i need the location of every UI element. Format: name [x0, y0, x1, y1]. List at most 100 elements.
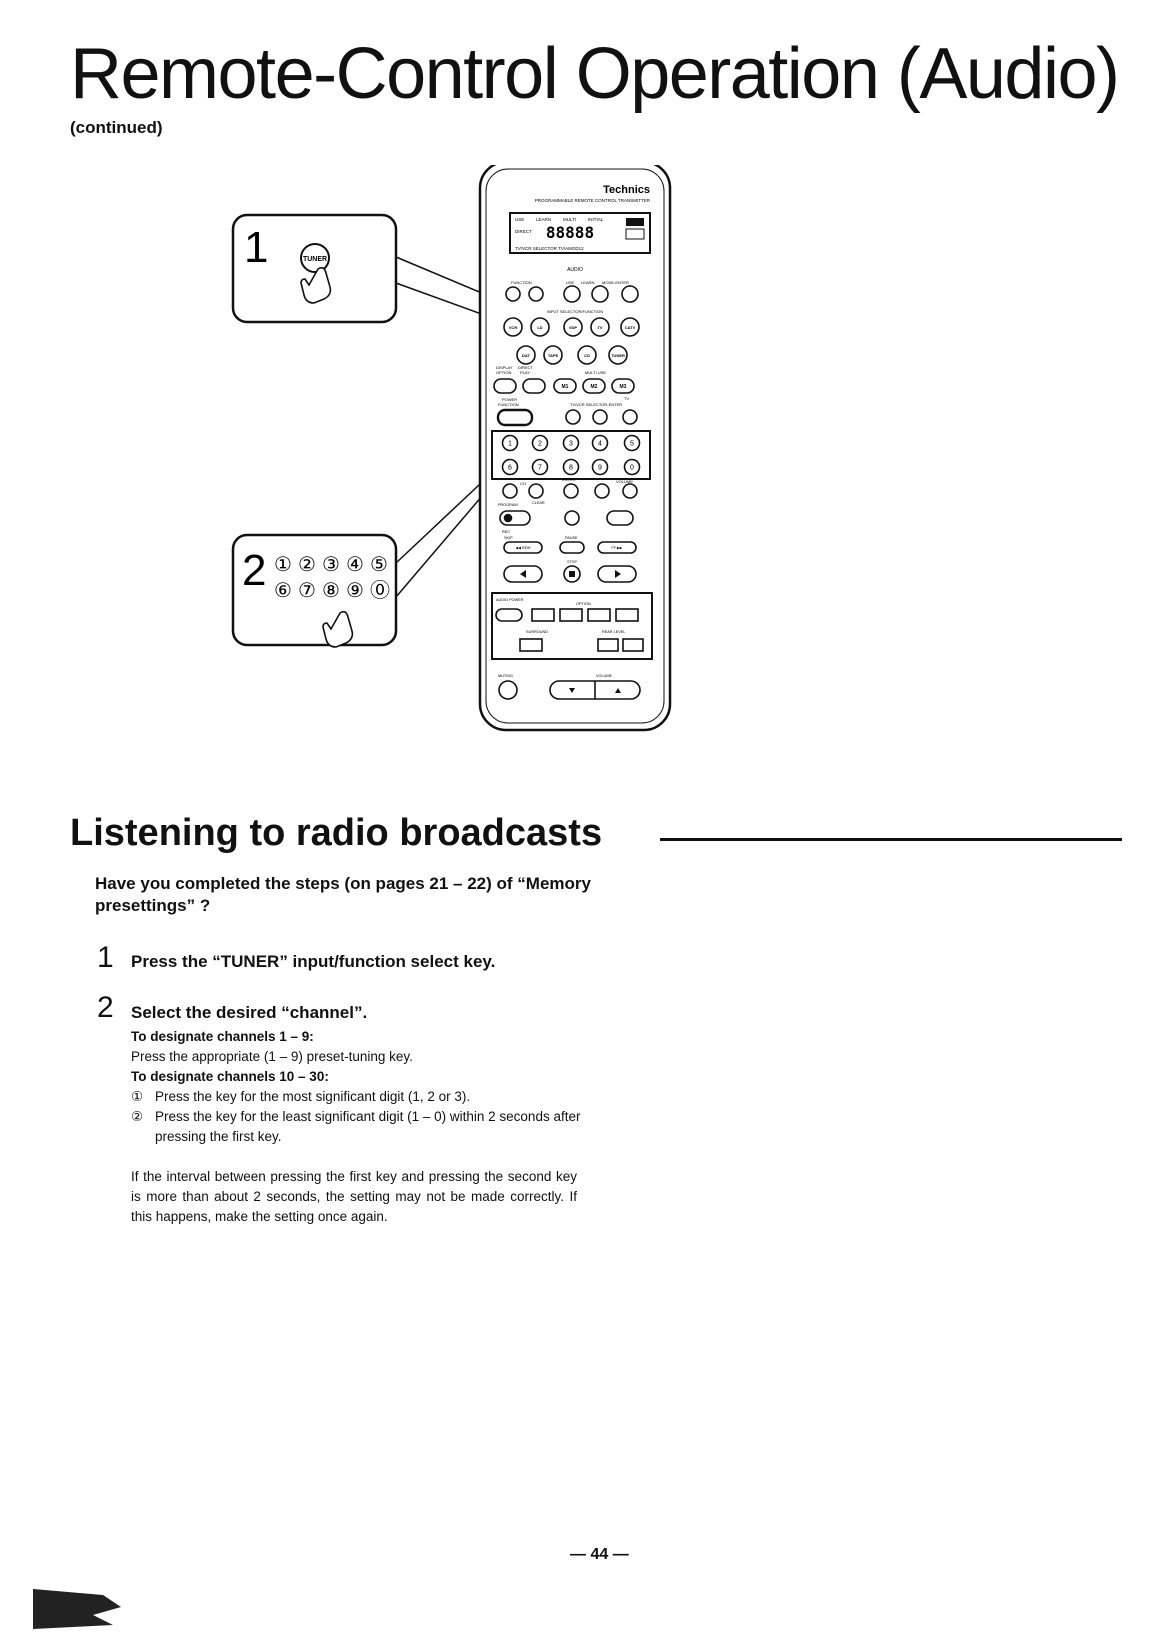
remote-key-label: M2 — [591, 384, 598, 390]
remote-key — [522, 378, 546, 394]
remote-key-label: LD — [537, 325, 542, 330]
callout-2-key: ② — [298, 554, 316, 576]
lcd-label: LEARN — [536, 217, 551, 222]
remote-label: ENTER — [562, 477, 576, 482]
remote-key — [502, 483, 518, 499]
remote-key-label: 6 — [508, 465, 512, 472]
remote-key-label: TAPE — [548, 353, 559, 358]
remote-lower-panel — [491, 592, 653, 660]
remote-key-label: 8 — [569, 465, 573, 472]
callout-2-key: ④ — [346, 554, 364, 576]
timing-note: If the interval between pressing the fir… — [131, 1169, 577, 1224]
remote-key — [587, 608, 611, 622]
remote-key — [577, 345, 597, 365]
step-2-text: Select the desired “channel”. — [131, 1003, 368, 1022]
remote-label: FUNCTION — [511, 280, 532, 285]
remote-key — [563, 483, 579, 499]
remote-label: FUNCTION — [498, 402, 519, 407]
remote-key — [621, 285, 639, 303]
scan-mark-shape — [33, 1589, 121, 1629]
remote-key — [622, 483, 638, 499]
remote-key — [562, 458, 580, 476]
remote-key — [501, 458, 519, 476]
remote-key-label: 1 — [508, 441, 512, 448]
remote-label: INPUT SELECTOR/FUNCTION — [547, 309, 603, 314]
remote-muting-key — [498, 680, 518, 700]
remote-label: MUTING — [498, 674, 513, 678]
remote-brand: Technics — [603, 184, 650, 196]
prerequisite-question: Have you completed the steps (on pages 2… — [95, 874, 591, 915]
callout-2-key: ① — [274, 554, 292, 576]
lcd-label: USE — [515, 217, 524, 222]
scan-corner-mark — [33, 1589, 121, 1629]
remote-label: DISPLAY — [496, 365, 513, 370]
list-text: Press the key for the least significant … — [155, 1109, 581, 1144]
remote-label: PROGRAM — [498, 503, 518, 507]
remote-key — [530, 317, 550, 337]
remote-key — [622, 409, 638, 425]
remote-illustration: 1 TUNER 2 ① ② ③ ④ ⑤ ⑥ ⑦ ⑧ ⑨ ⓪ Technics P… — [231, 165, 672, 732]
remote-power-key — [496, 408, 534, 427]
remote-key — [591, 434, 609, 452]
remote-key — [565, 409, 581, 425]
page-subtitle: (continued) — [70, 118, 163, 137]
section-heading: Listening to radio broadcasts — [70, 812, 603, 854]
remote-key — [606, 510, 634, 526]
play-reverse-icon — [520, 570, 526, 578]
page-number: — 44 — — [570, 1546, 629, 1563]
remote-caption: PROGRAMMABLE REMOTE CONTROL TRANSMITTER — [535, 198, 651, 203]
remote-key — [591, 458, 609, 476]
remote-label: VOLUME — [616, 479, 633, 484]
remote-key — [531, 434, 549, 452]
remote-key-label: M1 — [562, 384, 569, 390]
remote-label: DIRECT — [518, 365, 533, 370]
remote-key-label: 0 — [630, 465, 634, 472]
remote-key — [597, 638, 619, 652]
remote-key — [543, 345, 563, 365]
remote-key — [611, 378, 635, 394]
remote-label: TV/VCR SELECTOR-ENTER — [570, 402, 622, 407]
remote-key-label: DAT — [522, 353, 530, 358]
remote-rew-key — [503, 541, 543, 554]
page-title: Remote-Control Operation (Audio) — [70, 34, 1120, 114]
remote-key — [592, 409, 608, 425]
remote-label: PLAY — [520, 370, 530, 375]
lcd-indicator — [626, 218, 644, 226]
remote-label: LEARN — [581, 280, 594, 285]
remote-label: SKIP — [504, 536, 513, 540]
remote-key — [505, 286, 521, 302]
callout-1-tuner-key — [300, 243, 330, 273]
remote-key-label: VDP — [569, 325, 578, 330]
lcd-digits: 88888 — [546, 223, 594, 242]
callout-2-box — [231, 533, 398, 647]
remote-label: VOLUME — [596, 674, 613, 678]
remote-key — [528, 286, 544, 302]
remote-label: SURROUND — [526, 630, 548, 634]
remote-key-label: ◀◀ REW — [516, 546, 532, 550]
play-icon — [615, 570, 621, 578]
volume-up-icon — [615, 688, 621, 693]
lcd-label: DIRECT — [515, 229, 532, 234]
remote-ff-key — [597, 541, 637, 554]
callout-2-key: ⓪ — [370, 579, 390, 602]
remote-key — [608, 345, 628, 365]
remote-label: CH — [520, 481, 526, 486]
remote-body-inner — [485, 168, 665, 724]
callout-2-number: 2 — [242, 546, 266, 595]
remote-mode-label: AUDIO — [567, 267, 583, 273]
remote-label: REAR LEVEL — [602, 630, 625, 634]
subheading-channels-1-9: To designate channels 1 – 9: — [131, 1029, 314, 1044]
remote-control-figure: 1 TUNER 2 ① ② ③ ④ ⑤ ⑥ ⑦ ⑧ ⑨ ⓪ Technics P… — [230, 165, 710, 780]
callout-2-keys: ① ② ③ ④ ⑤ ⑥ ⑦ ⑧ ⑨ ⓪ — [274, 554, 390, 602]
step-1-text: Press the “TUNER” input/function select … — [131, 952, 496, 971]
remote-label: OPTION — [576, 602, 591, 606]
remote-key-label: TV — [597, 325, 602, 330]
list-marker: ② — [131, 1109, 144, 1124]
remote-key-label: VCR — [509, 325, 518, 330]
remote-key — [562, 434, 580, 452]
remote-key — [519, 638, 543, 652]
remote-key — [493, 378, 517, 394]
remote-label: CLEAR — [532, 501, 545, 505]
remote-key — [622, 638, 644, 652]
remote-key-label: 3 — [569, 441, 573, 448]
